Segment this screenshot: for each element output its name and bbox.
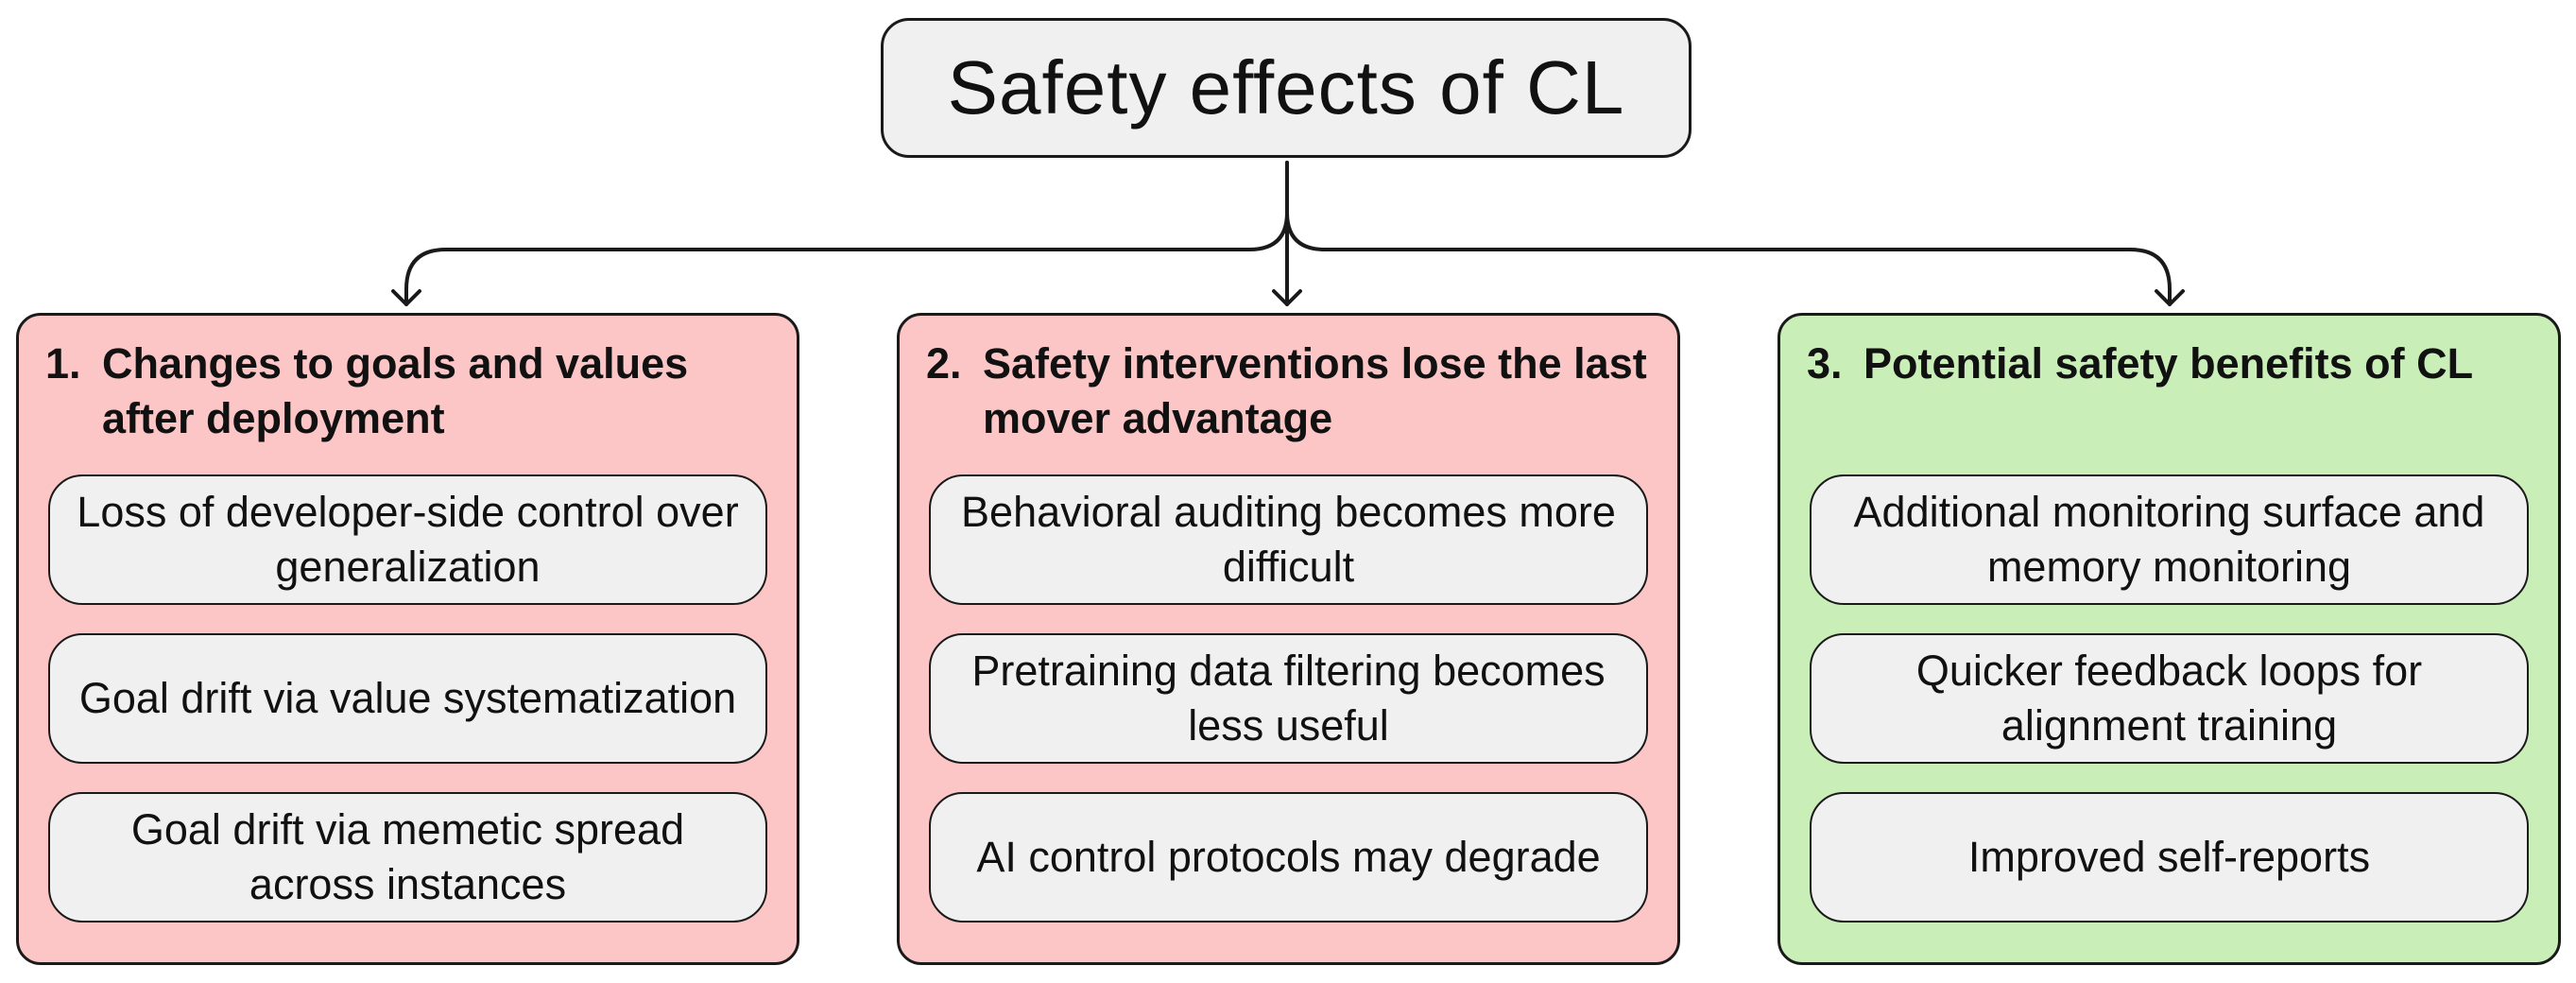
item-card: Pretraining data filtering becomes less … xyxy=(929,633,1648,764)
panel-number: 2. xyxy=(926,339,962,388)
panel-header: 1. Changes to goals and values after dep… xyxy=(45,336,778,446)
item-text: AI control protocols may degrade xyxy=(976,833,1601,881)
arrow-left-head xyxy=(391,289,421,306)
item-text: Behavioral auditing becomes more difficu… xyxy=(961,488,1616,591)
item-text: Goal drift via value systematization xyxy=(78,674,737,722)
item-text: Quicker feedback loops for alignment tra… xyxy=(1915,647,2423,750)
item-card: Additional monitoring surface and memory… xyxy=(1810,474,2529,605)
item-card: Loss of developer-side control over gene… xyxy=(48,474,767,605)
panel-header: 3. Potential safety benefits of CL xyxy=(1807,336,2539,391)
item-text: Loss of developer-side control over gene… xyxy=(77,488,739,591)
item-text: Pretraining data filtering becomes less … xyxy=(971,647,1606,750)
item-text: Additional monitoring surface and memory… xyxy=(1853,488,2485,591)
category-panel-safety-interventions: 2. Safety interventions lose the last mo… xyxy=(897,313,1680,965)
root-title: Safety effects of CL xyxy=(947,45,1625,129)
arrow-center-head xyxy=(1272,289,1302,306)
category-panel-goal-changes: 1. Changes to goals and values after dep… xyxy=(16,313,799,965)
item-card: Goal drift via memetic spread across ins… xyxy=(48,792,767,923)
item-card: Quicker feedback loops for alignment tra… xyxy=(1810,633,2529,764)
item-card: Improved self-reports xyxy=(1810,792,2529,923)
panel-number: 1. xyxy=(45,339,81,388)
arrow-right-head xyxy=(2155,289,2185,306)
panel-title: Potential safety benefits of CL xyxy=(1863,339,2474,388)
arrow-left xyxy=(404,161,1289,306)
root-node: Safety effects of CL xyxy=(881,18,1692,158)
item-text: Improved self-reports xyxy=(1967,833,2371,881)
item-card: Goal drift via value systematization xyxy=(48,633,767,764)
panel-header: 2. Safety interventions lose the last mo… xyxy=(926,336,1658,446)
item-card: AI control protocols may degrade xyxy=(929,792,1648,923)
panel-title: Changes to goals and values after deploy… xyxy=(102,339,689,442)
item-card: Behavioral auditing becomes more difficu… xyxy=(929,474,1648,605)
panel-number: 3. xyxy=(1807,339,1843,388)
item-text: Goal drift via memetic spread across ins… xyxy=(130,805,685,908)
arrow-right xyxy=(1285,211,2172,306)
category-panel-safety-benefits: 3. Potential safety benefits of CL Addit… xyxy=(1777,313,2561,965)
panel-title: Safety interventions lose the last mover… xyxy=(983,339,1647,442)
